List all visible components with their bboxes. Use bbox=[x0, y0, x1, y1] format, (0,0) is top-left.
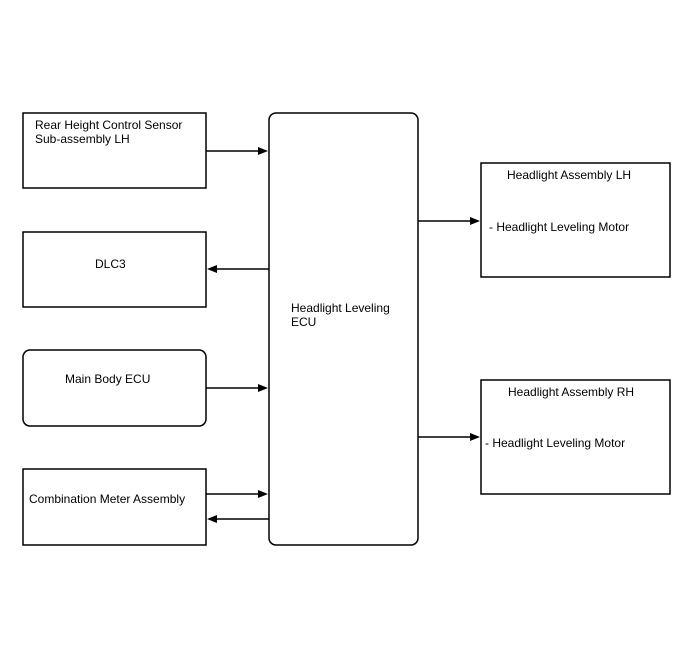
headlight-leveling-ecu-block: Headlight Leveling ECU bbox=[268, 112, 419, 546]
leveling-ecu-label-line2: ECU bbox=[291, 315, 316, 329]
rear-height-sensor-block: Rear Height Control Sensor Sub-assembly … bbox=[22, 112, 207, 189]
dlc3-block: DLC3 bbox=[22, 231, 207, 308]
headlight-rh-motor-label: - Headlight Leveling Motor bbox=[485, 436, 625, 450]
main-body-ecu-label: Main Body ECU bbox=[65, 372, 150, 386]
arrow-meter-to-ecu bbox=[206, 490, 268, 498]
rear-height-sensor-label-line2: Sub-assembly LH bbox=[35, 132, 130, 146]
combination-meter-block: Combination Meter Assembly bbox=[22, 468, 207, 546]
rear-height-sensor-label-line1: Rear Height Control Sensor bbox=[35, 118, 182, 132]
arrow-ecu-to-headlight-lh bbox=[418, 217, 480, 225]
headlight-lh-title: Headlight Assembly LH bbox=[507, 168, 631, 182]
leveling-ecu-label-line1: Headlight Leveling bbox=[291, 301, 390, 315]
main-body-ecu-block: Main Body ECU bbox=[22, 349, 207, 427]
arrow-sensor-to-ecu bbox=[206, 147, 268, 155]
headlight-assembly-rh-block: Headlight Assembly RH - Headlight Leveli… bbox=[480, 379, 671, 495]
arrow-ecu-to-meter bbox=[207, 515, 269, 523]
arrow-main-body-to-ecu bbox=[206, 384, 268, 392]
headlight-lh-motor-label: - Headlight Leveling Motor bbox=[489, 220, 629, 234]
arrow-ecu-to-headlight-rh bbox=[418, 433, 480, 441]
headlight-assembly-lh-block: Headlight Assembly LH - Headlight Leveli… bbox=[480, 162, 671, 278]
combination-meter-label: Combination Meter Assembly bbox=[29, 492, 185, 506]
headlight-rh-title: Headlight Assembly RH bbox=[508, 385, 634, 399]
arrow-ecu-to-dlc3 bbox=[207, 265, 269, 273]
dlc3-label: DLC3 bbox=[95, 257, 126, 271]
